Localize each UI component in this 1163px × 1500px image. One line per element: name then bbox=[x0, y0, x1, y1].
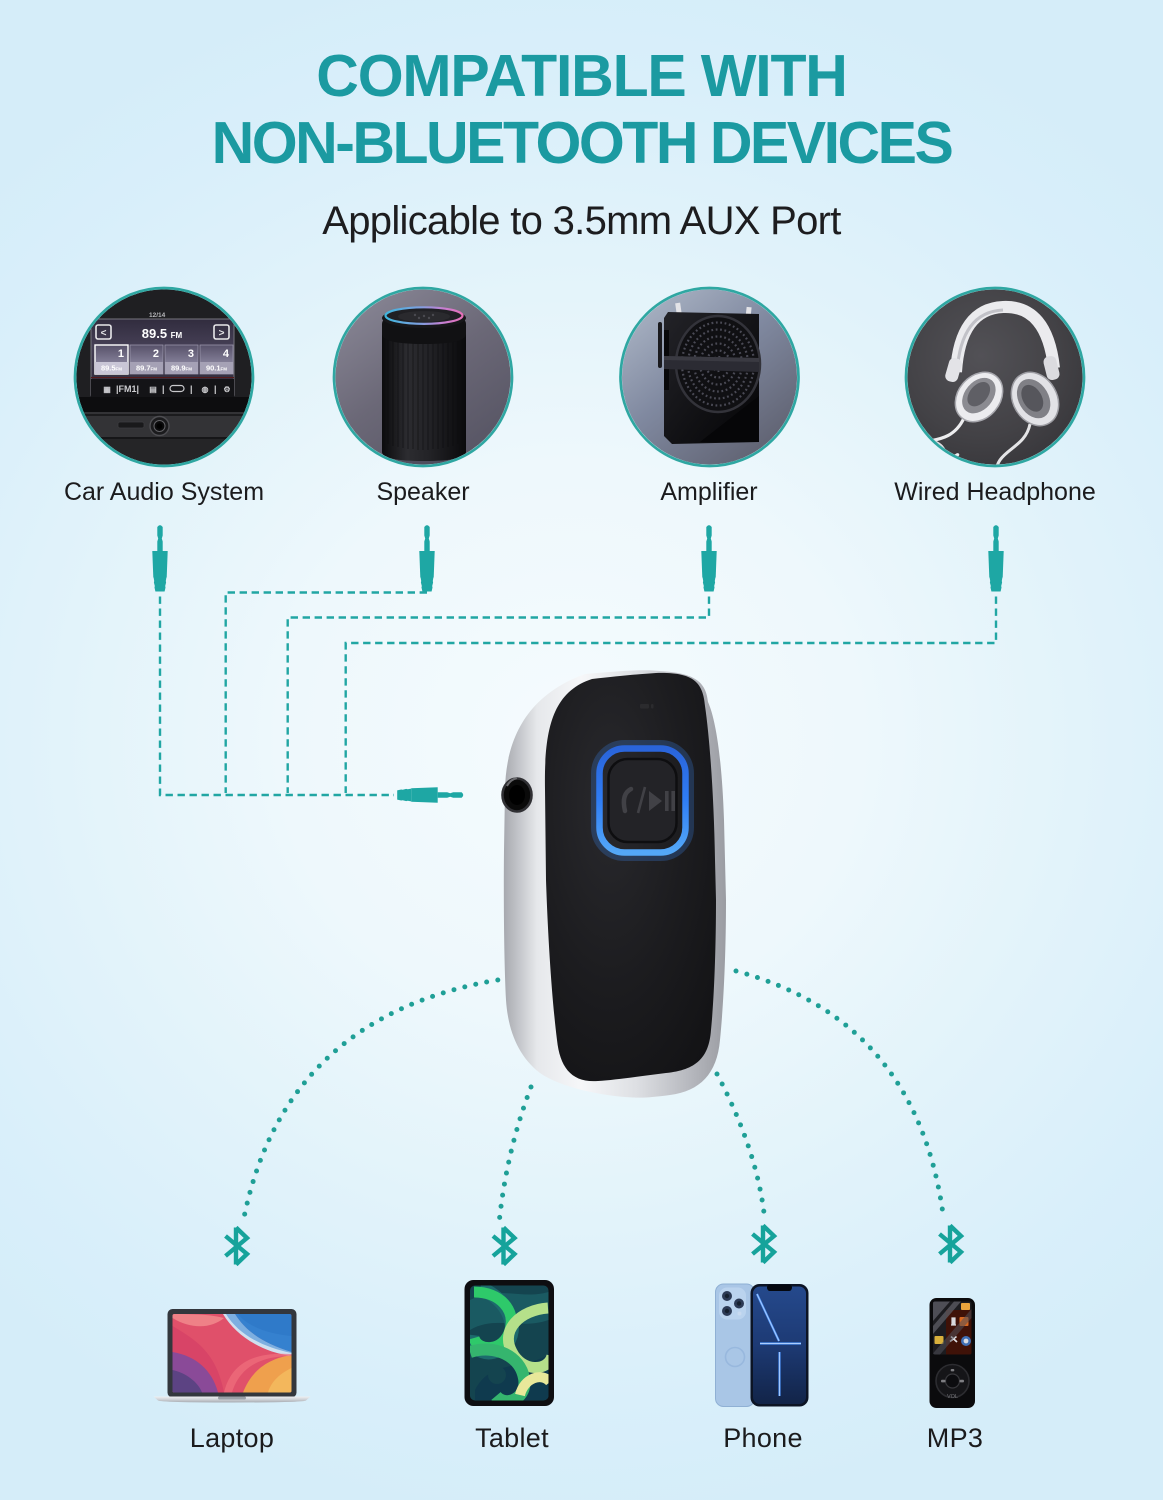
svg-text:2: 2 bbox=[153, 348, 159, 360]
svg-text:|: | bbox=[190, 384, 193, 394]
svg-text:4: 4 bbox=[223, 348, 230, 360]
svg-text:12/14: 12/14 bbox=[149, 312, 166, 319]
svg-text:>: > bbox=[219, 328, 225, 339]
svg-text:3: 3 bbox=[188, 348, 194, 360]
svg-text:VOL: VOL bbox=[947, 1394, 958, 1400]
svg-text:|: | bbox=[162, 384, 165, 394]
svg-text:90.1FM: 90.1FM bbox=[206, 364, 227, 373]
svg-text:⚙: ⚙ bbox=[223, 385, 230, 394]
svg-text:◍: ◍ bbox=[202, 385, 209, 394]
svg-text:89.7FM: 89.7FM bbox=[136, 364, 157, 373]
svg-text:|: | bbox=[214, 384, 217, 394]
svg-text:1: 1 bbox=[118, 348, 124, 360]
svg-text:<: < bbox=[101, 328, 107, 339]
svg-text:89.9FM: 89.9FM bbox=[171, 364, 192, 373]
svg-text:▦: ▦ bbox=[103, 385, 111, 394]
svg-text:89.5FM: 89.5FM bbox=[101, 364, 122, 373]
svg-text:▤: ▤ bbox=[149, 385, 157, 394]
svg-text:|FM1|: |FM1| bbox=[116, 384, 139, 394]
